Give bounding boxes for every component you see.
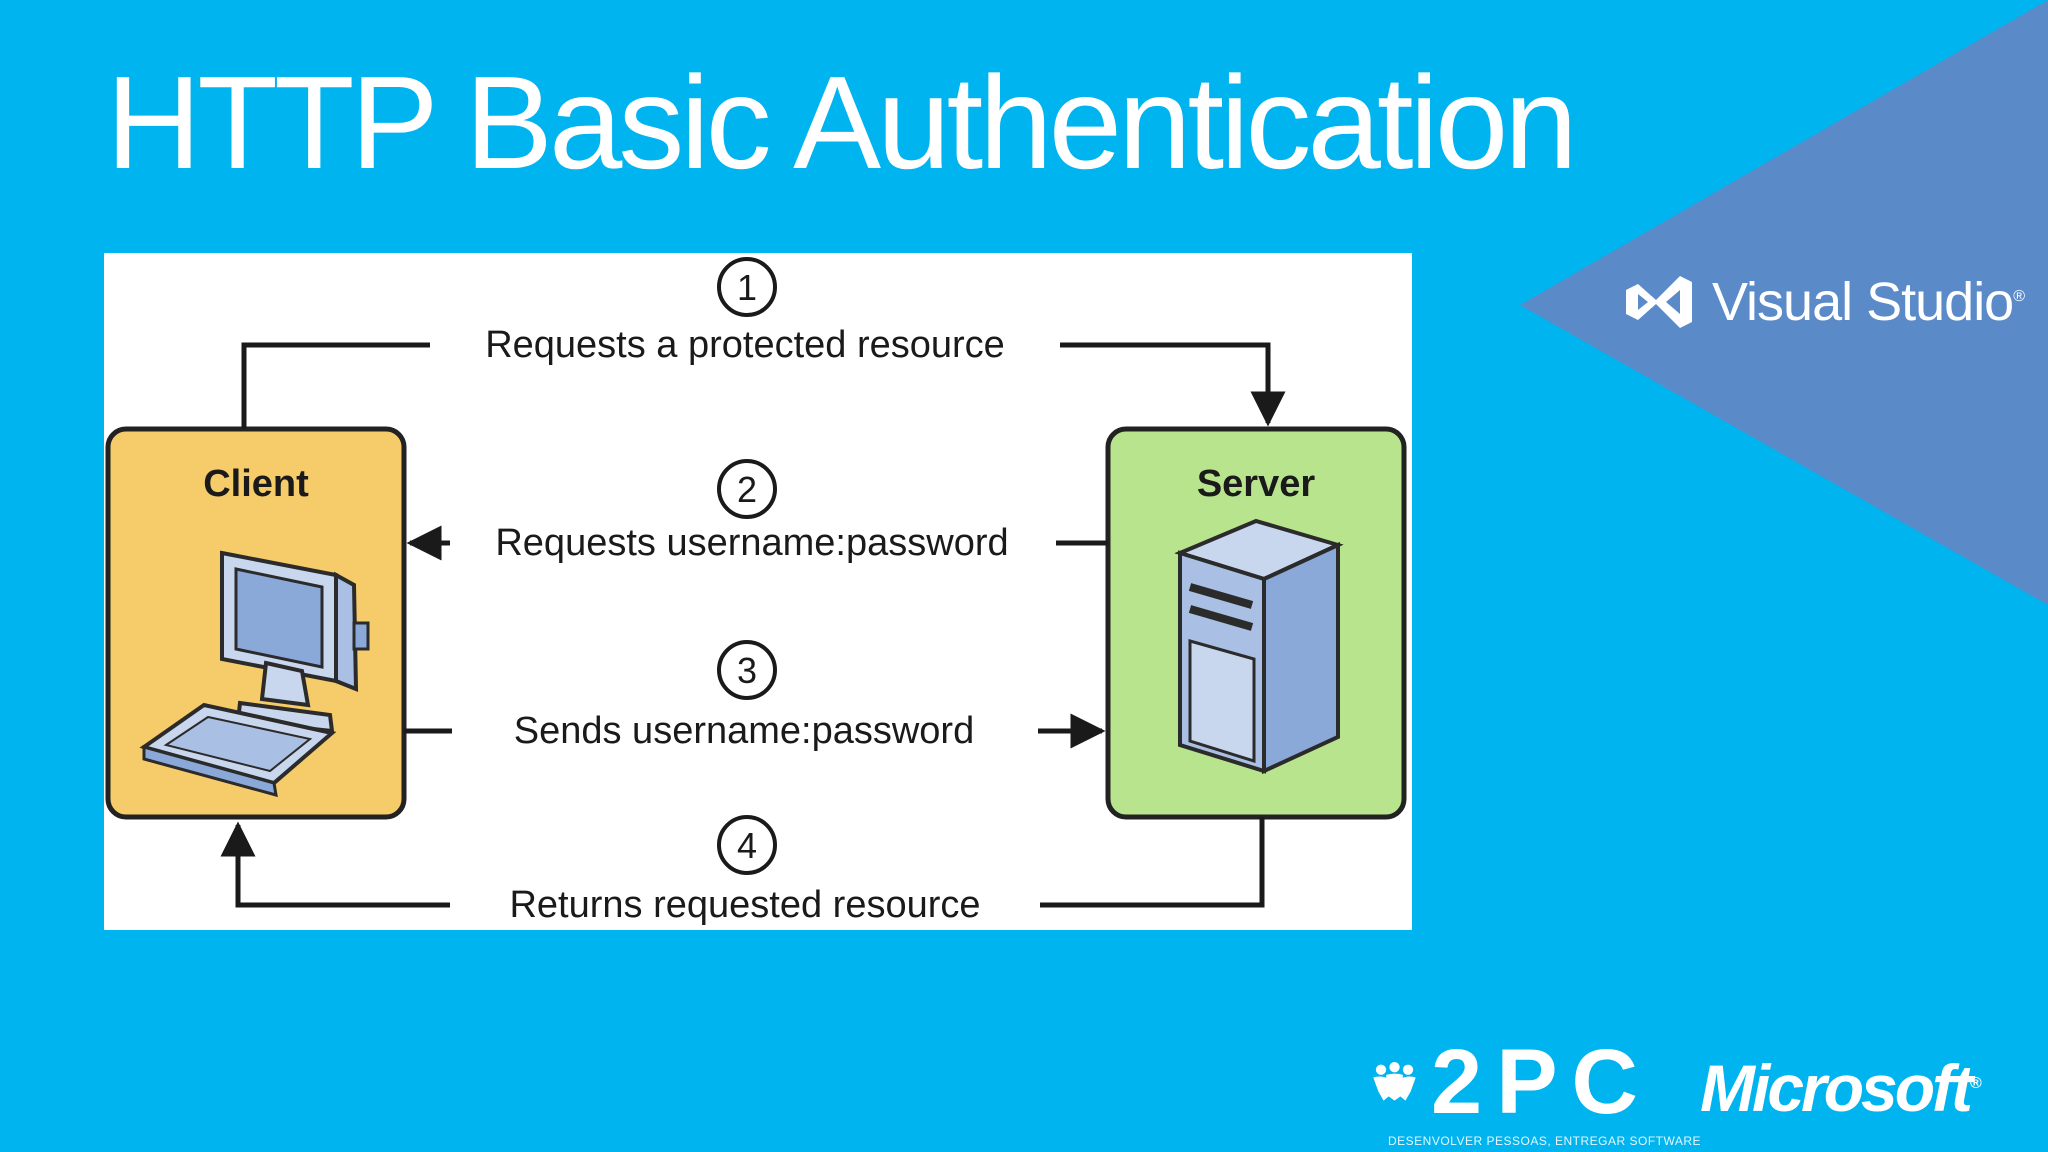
step-1: 1 Requests a protected resource — [241, 257, 1286, 429]
step-2: 2 Requests username:password — [406, 459, 1108, 564]
computer-icon — [139, 550, 370, 798]
visual-studio-icon — [1626, 276, 1692, 328]
visual-studio-wordmark: Visual Studio® — [1712, 272, 2025, 332]
2pc-logo: 2PC DESENVOLVER PESSOAS, ENTREGAR SOFTWA… — [1372, 1031, 1701, 1148]
step-1-badge — [717, 257, 777, 317]
2pc-tagline: DESENVOLVER PESSOAS, ENTREGAR SOFTWARE — [1388, 1134, 1702, 1148]
people-icon — [1373, 1062, 1416, 1101]
step-4-line-right — [1040, 817, 1265, 908]
step-3-badge — [717, 640, 777, 700]
visual-studio-logo: Visual Studio® — [1622, 270, 2025, 334]
step-1-label: Requests a protected resource — [485, 324, 1005, 366]
step-4: 4 Returns requested resource — [220, 815, 1265, 926]
step-1-line-left — [241, 342, 430, 429]
step-3-number: 3 — [737, 650, 757, 691]
slide-title: HTTP Basic Authentication — [106, 49, 1578, 196]
wedge-shape — [1520, 0, 2048, 605]
step-2-badge — [717, 459, 777, 519]
step-4-number: 4 — [737, 825, 757, 866]
step-3: 3 Sends username:password — [404, 640, 1106, 752]
step-3-label: Sends username:password — [514, 710, 974, 752]
step-4-label: Returns requested resource — [509, 884, 980, 926]
server-tower-icon — [1174, 518, 1344, 775]
step-2-label: Requests username:password — [495, 522, 1008, 564]
step-1-arrow — [1060, 342, 1286, 427]
step-1-number: 1 — [737, 267, 757, 308]
auth-flow-diagram: Client Server 1 — [104, 253, 1412, 930]
microsoft-logo: Microsoft® — [1700, 1051, 1982, 1125]
visual-studio-wedge — [1520, 0, 2048, 605]
step-4-arrow — [220, 821, 450, 908]
server-label: Server — [1197, 463, 1316, 505]
step-4-badge — [717, 815, 777, 875]
step-2-number: 2 — [737, 469, 757, 510]
client-label: Client — [203, 463, 309, 505]
2pc-wordmark: 2PC — [1431, 1031, 1652, 1133]
